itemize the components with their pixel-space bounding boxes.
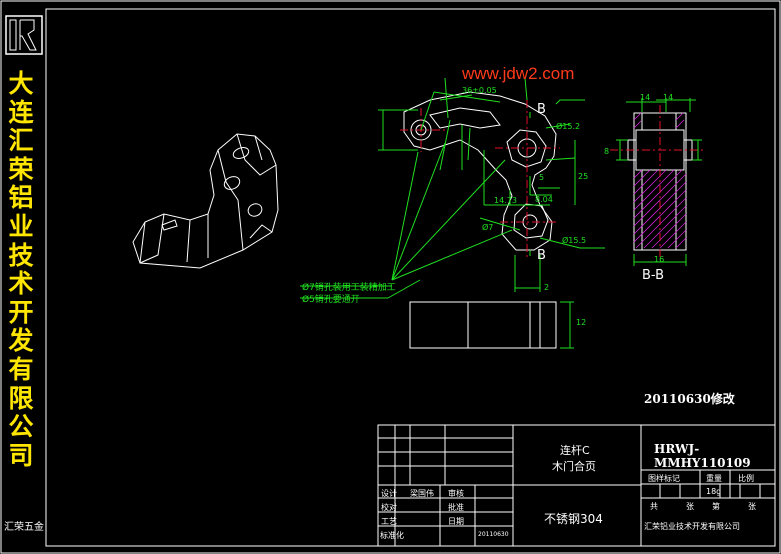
sheet-label: 第 <box>712 502 720 511</box>
dimension-label: Ø7 <box>482 223 494 232</box>
header-drawing-mark: 图样标记 <box>648 474 680 483</box>
company-logo <box>5 15 43 55</box>
sheet-label: 张 <box>686 502 694 511</box>
company-char: 铝 <box>8 183 34 213</box>
section-label-bottom: B <box>537 248 546 263</box>
company-char: 公 <box>8 412 34 442</box>
company-char: 连 <box>8 97 34 127</box>
header-weight: 重量 <box>706 474 722 483</box>
role-design: 设计 <box>381 489 397 498</box>
role-check: 校对 <box>381 503 397 512</box>
dimension-label: Ø15.2 <box>556 122 581 131</box>
company-char: 开 <box>8 297 34 327</box>
dimension-label: 36±0.05 <box>462 86 497 95</box>
company-char: 发 <box>8 326 34 356</box>
dimension-label: 14 <box>663 93 674 102</box>
machining-note-2: Ø5销孔要通开 <box>302 295 360 305</box>
role-standard: 标准化 <box>380 531 404 540</box>
dimension-label: 12 <box>576 318 587 327</box>
footer-brand: 汇荣五金 <box>4 522 44 533</box>
watermark-url: www.jdw2.com <box>462 64 575 83</box>
company-full-name: 汇荣铝业技术开发有限公司 <box>644 522 740 531</box>
company-char: 有 <box>8 354 34 384</box>
dimension-label: 25 <box>578 172 589 181</box>
part-assembly: 木门合页 <box>552 460 596 473</box>
header-scale: 比例 <box>738 474 754 483</box>
company-char: 技 <box>8 240 34 270</box>
date-label: 日期 <box>448 517 464 526</box>
sheet-label: 共 <box>650 502 658 511</box>
front-view <box>400 91 560 260</box>
title-block <box>377 424 776 547</box>
machining-note-1: Ø7销孔装用工装精加工 <box>302 283 396 293</box>
role-process: 工艺 <box>381 517 397 526</box>
company-name-vertical: 大 连 汇 荣 铝 业 技 术 开 发 有 限 公 司 <box>4 69 38 470</box>
dimension-label: 8.04 <box>535 195 553 204</box>
sheet-label: 张 <box>748 502 756 511</box>
bottom-view <box>409 301 574 349</box>
company-char: 大 <box>8 69 34 98</box>
company-char: 限 <box>8 383 34 413</box>
dimension-label: Ø15.5 <box>562 236 587 245</box>
company-char: 术 <box>8 269 34 299</box>
dimension-label: 5 <box>539 173 545 182</box>
drawing-number: HRWJ-MMHY110109 <box>654 442 751 470</box>
approve-label: 批准 <box>448 503 464 512</box>
company-char: 业 <box>8 211 34 241</box>
date-value: 20110630 <box>478 531 509 538</box>
weight-value: 18g <box>706 487 722 496</box>
material: 不锈钢304 <box>544 512 603 526</box>
section-label-top: B <box>537 102 546 117</box>
part-name: 连杆C <box>560 444 590 457</box>
company-char: 司 <box>8 440 34 470</box>
dimension-label: 14 <box>640 93 651 102</box>
isometric-view <box>132 133 279 269</box>
section-view-bb <box>610 98 705 266</box>
designer-name: 梁国伟 <box>410 489 434 498</box>
dimension-label: 14.73 <box>494 196 517 205</box>
dimension-label: 8 <box>604 147 610 156</box>
revision-note: 20110630修改 <box>644 392 735 406</box>
section-view-label: B-B <box>642 268 665 283</box>
company-char: 荣 <box>8 154 34 184</box>
company-char: 汇 <box>8 126 34 156</box>
dimension-label: 2 <box>544 283 550 292</box>
dimension-lines <box>300 77 605 299</box>
dimension-label: 16 <box>654 255 665 264</box>
review-label: 审核 <box>448 489 464 498</box>
